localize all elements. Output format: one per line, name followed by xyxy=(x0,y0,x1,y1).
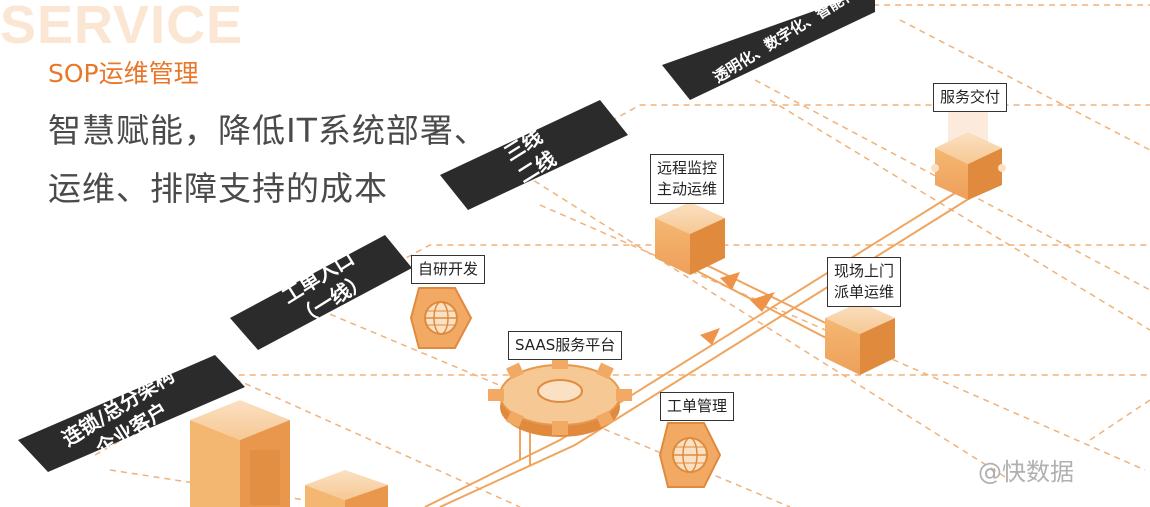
server-tower xyxy=(190,400,290,507)
tag-saas-platform: SAAS服务平台 xyxy=(508,331,623,360)
band-1 xyxy=(18,355,245,472)
onsite-cube xyxy=(825,302,895,375)
tag-onsite-line2: 派单运维 xyxy=(834,283,895,301)
arrow-2 xyxy=(720,272,740,290)
tag-remote-monitoring: 远程监控 主动运维 xyxy=(650,154,725,204)
small-box xyxy=(305,470,388,507)
tag-remote-line1: 远程监控 xyxy=(657,159,718,177)
arrow-1 xyxy=(750,292,775,312)
headline-line-2: 运维、排障支持的成本 xyxy=(48,169,388,208)
globe-icon xyxy=(658,422,722,488)
band-2 xyxy=(230,235,412,350)
tag-ticket-management: 工单管理 xyxy=(660,392,735,421)
band-3 xyxy=(440,100,628,210)
background-title: SERVICE xyxy=(0,0,244,55)
headline-line-1: 智慧赋能，降低IT系统部署、 xyxy=(48,111,488,150)
tag-remote-line2: 主动运维 xyxy=(657,180,718,198)
flow-arrows xyxy=(700,272,775,345)
section-subtitle: SOP运维管理 xyxy=(48,59,199,88)
gear-icon xyxy=(488,355,632,437)
tag-service-delivery: 服务交付 xyxy=(933,83,1008,112)
tag-onsite-service: 现场上门 派单运维 xyxy=(827,257,902,307)
arrow-3 xyxy=(700,328,720,345)
watermark: @快数据 xyxy=(978,458,1074,486)
delivery-cube xyxy=(931,112,1006,200)
globe-icon xyxy=(409,287,473,349)
tag-onsite-line1: 现场上门 xyxy=(834,262,895,280)
band-4 xyxy=(662,0,875,100)
tag-self-dev: 自研开发 xyxy=(411,255,486,284)
remote-cube xyxy=(655,202,725,275)
dark-bands xyxy=(18,0,875,472)
